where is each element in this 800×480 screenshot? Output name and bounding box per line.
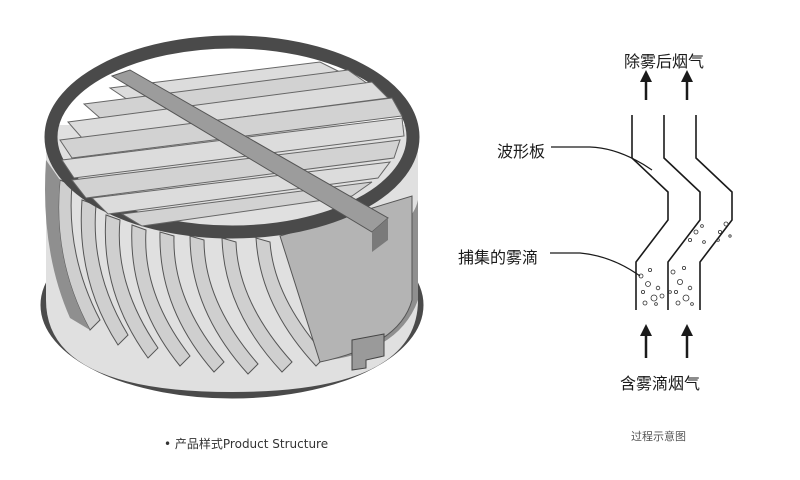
support-bracket	[351, 333, 385, 371]
label-clean-flue-gas: 除雾后烟气	[624, 52, 705, 71]
caption-text: 产品样式Product Structure	[174, 437, 329, 451]
label-captured-droplets: 捕集的雾滴	[458, 248, 539, 267]
curved-vanes	[58, 179, 327, 375]
top-grating	[59, 61, 405, 227]
product-structure-caption: • 产品样式Product Structure	[164, 435, 328, 452]
label-mist-flue-gas: 含雾滴烟气	[620, 374, 701, 393]
process-figure	[550, 70, 733, 358]
wave-plates	[631, 115, 733, 310]
caption-bullet: •	[164, 437, 172, 451]
process-caption: 过程示意图	[631, 430, 686, 443]
product-structure-figure	[40, 35, 424, 399]
label-wave-plate: 波形板	[497, 142, 546, 161]
bottom-arrows	[640, 324, 693, 358]
leader-lines	[550, 146, 653, 277]
top-arrows	[640, 70, 693, 100]
captured-droplets	[638, 221, 732, 306]
top-ring	[44, 35, 420, 239]
